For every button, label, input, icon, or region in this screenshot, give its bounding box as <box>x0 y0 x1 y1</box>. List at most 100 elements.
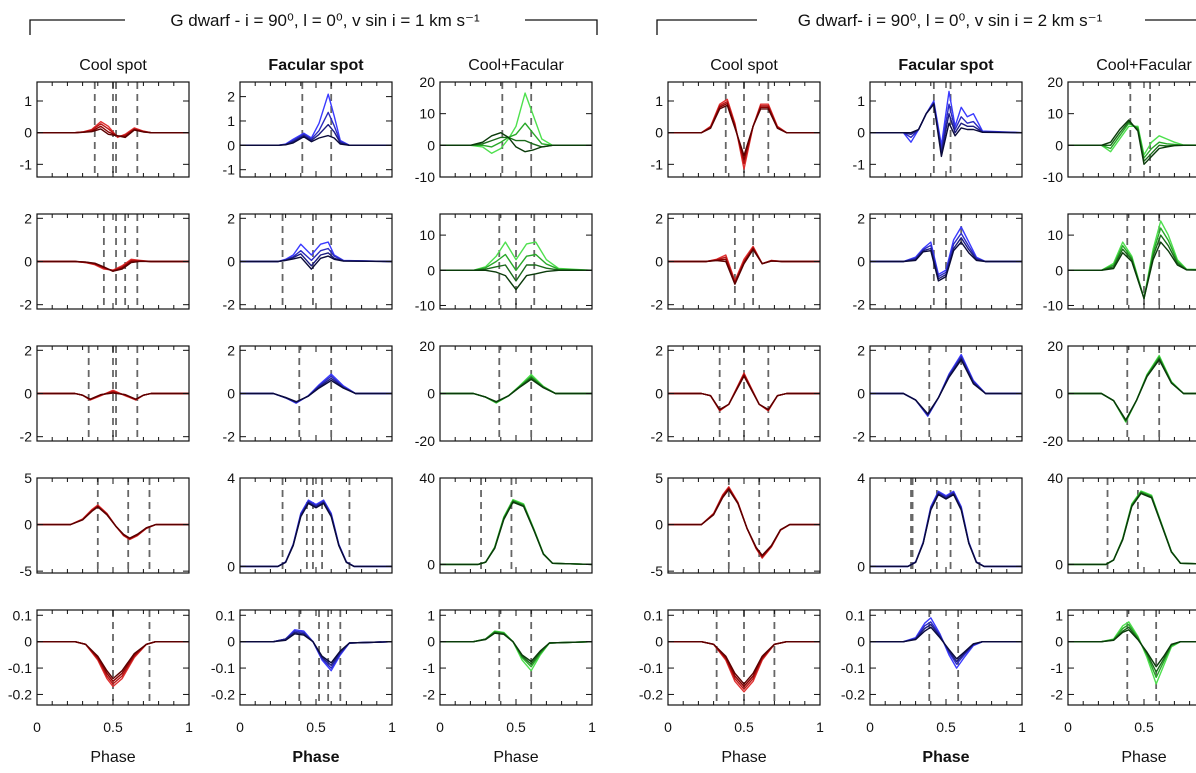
y-tick-label: 1 <box>227 113 235 129</box>
y-tick-label: 0 <box>857 558 865 574</box>
series-line <box>37 392 189 400</box>
y-tick-label: 20 <box>419 338 435 354</box>
series-line <box>440 269 592 291</box>
y-tick-label: -2 <box>223 429 236 445</box>
series-line <box>440 92 592 155</box>
y-tick-label: -0.2 <box>841 686 865 702</box>
y-tick-label: 0 <box>227 558 235 574</box>
series-line <box>1068 490 1196 566</box>
y-tick-label: 10 <box>1047 227 1063 243</box>
panel-g1-c1-r1: -202 <box>853 210 1023 313</box>
x-tick-label: 1 <box>185 719 193 735</box>
y-tick-label: -20 <box>415 433 435 449</box>
series-line <box>870 626 1022 660</box>
y-tick-label: -2 <box>20 297 33 313</box>
y-tick-label: 5 <box>24 470 32 486</box>
y-tick-label: 1 <box>857 93 865 109</box>
x-tick-label: 1 <box>588 719 596 735</box>
y-tick-label: 0 <box>227 386 235 402</box>
y-tick-label: 0 <box>24 634 32 650</box>
y-tick-label: -0.1 <box>8 660 32 676</box>
group-bracket-left <box>29 19 125 35</box>
panel-frame <box>239 609 393 706</box>
series-line <box>870 493 1022 568</box>
series-line <box>870 491 1022 568</box>
x-tick-label: 0.5 <box>734 719 754 735</box>
panel-frame <box>239 477 393 574</box>
y-tick-label: 0 <box>427 556 435 572</box>
x-tick-label: 0.5 <box>103 719 123 735</box>
y-tick-label: -1 <box>223 162 236 178</box>
y-tick-label: -10 <box>415 297 435 313</box>
series-line <box>668 375 820 411</box>
series-line <box>440 501 592 566</box>
panel-g1-c0-r0: -101 <box>651 81 821 178</box>
y-tick-label: 2 <box>227 342 235 358</box>
x-tick-label: 0 <box>866 719 874 735</box>
panel-frame <box>1067 81 1196 178</box>
group-bracket-left <box>656 19 757 35</box>
y-tick-label: -2 <box>853 297 866 313</box>
series-line <box>240 629 392 672</box>
group-title: G dwarf - i = 90⁰, l = 0⁰, v sin i = 1 k… <box>170 11 480 30</box>
y-tick-label: 0 <box>427 262 435 278</box>
x-tick-label: 0 <box>1064 719 1072 735</box>
panel-g1-c0-r3: -505 <box>651 470 821 579</box>
x-tick-label: 0.5 <box>506 719 526 735</box>
y-tick-label: 0 <box>857 386 865 402</box>
x-tick-label: 0.5 <box>306 719 326 735</box>
column-title: Cool+Facular <box>1096 57 1192 74</box>
y-tick-label: 4 <box>857 470 865 486</box>
series-line <box>668 641 820 685</box>
series-line <box>240 379 392 403</box>
series-line <box>668 487 820 558</box>
group-header-1: G dwarf- i = 90⁰, l = 0⁰, v sin i = 2 km… <box>656 11 1196 35</box>
panel-frame <box>869 477 1023 574</box>
y-tick-label: 0 <box>24 386 32 402</box>
y-tick-label: -1 <box>853 156 866 172</box>
series-line <box>668 488 820 557</box>
y-tick-label: -0.2 <box>8 686 32 702</box>
y-tick-label: 2 <box>857 342 865 358</box>
series-line <box>870 359 1022 415</box>
group-bracket-right <box>525 19 598 35</box>
y-tick-label: 0 <box>427 137 435 153</box>
series-line <box>37 260 189 272</box>
x-axis-label: Phase <box>721 749 766 766</box>
panel-g1-c0-r1: -202 <box>651 210 821 313</box>
y-tick-label: 0 <box>655 254 663 270</box>
series-line <box>37 506 189 539</box>
y-tick-label: -10 <box>1043 169 1063 185</box>
y-tick-label: 0 <box>1055 556 1063 572</box>
y-tick-label: 0.1 <box>644 607 664 623</box>
y-tick-label: 20 <box>1047 74 1063 90</box>
column-title: Cool+Facular <box>468 57 564 74</box>
y-tick-label: -0.1 <box>639 660 663 676</box>
y-tick-label: 2 <box>227 89 235 105</box>
y-tick-label: 20 <box>1047 338 1063 354</box>
panel-frame <box>36 477 190 574</box>
y-tick-label: 0 <box>427 634 435 650</box>
panel-g1-c2-r3: 040 <box>1047 470 1196 574</box>
series-line <box>870 103 1022 158</box>
y-tick-label: 2 <box>655 342 663 358</box>
panel-frame <box>439 609 593 706</box>
y-tick-label: -10 <box>415 169 435 185</box>
y-tick-label: 2 <box>24 210 32 226</box>
series-line <box>440 630 592 672</box>
series-line <box>440 264 592 282</box>
series-line <box>240 134 392 147</box>
series-line <box>870 617 1022 669</box>
y-tick-label: 0 <box>24 517 32 533</box>
y-tick-label: 0 <box>857 125 865 141</box>
x-axis-label: Phase <box>493 749 538 766</box>
series-line <box>870 355 1022 417</box>
column-title: Facular spot <box>268 57 364 74</box>
x-tick-label: 1 <box>388 719 396 735</box>
